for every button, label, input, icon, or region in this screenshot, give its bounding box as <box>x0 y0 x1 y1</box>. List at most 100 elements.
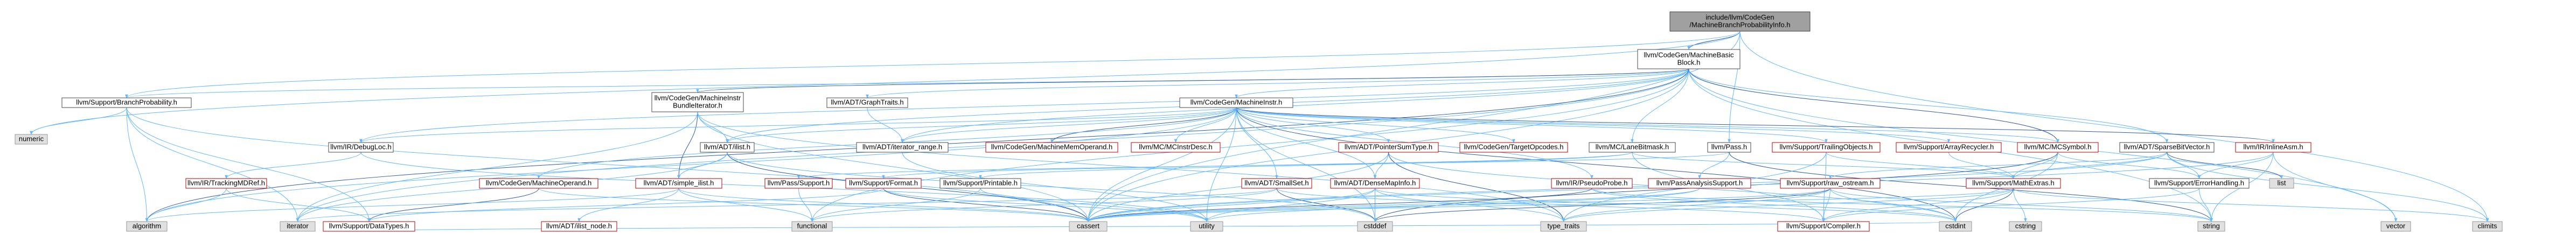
node-box <box>1780 178 1881 189</box>
node-label: llvm/Support/Printable.h <box>943 179 1018 187</box>
edge-format-to-cassert <box>883 188 1090 222</box>
edge-printable-to-utility <box>980 188 1208 222</box>
node-densemapinfo[interactable]: llvm/ADT/DenseMapInfo.h <box>1330 178 1420 189</box>
node-box <box>2269 178 2294 189</box>
edge-minstr-to-arrayrecycler <box>1236 107 1951 143</box>
node-pseudoprobe[interactable]: llvm/IR/PseudoProbe.h <box>1551 178 1633 189</box>
node-tgtopc[interactable]: llvm/CodeGen/TargetOpcodes.h <box>1459 142 1568 153</box>
node-label: vector <box>2386 222 2406 230</box>
edge-trackingmd-to-datatypes <box>226 188 371 222</box>
node-simpleilist[interactable]: llvm/ADT/simple_ilist.h <box>635 178 722 189</box>
node-ilist[interactable]: llvm/ADT/ilist.h <box>700 142 755 153</box>
edge-minstr-to-mmo <box>1050 107 1237 143</box>
node-trackingmd[interactable]: llvm/IR/TrackingMDRef.h <box>185 178 267 189</box>
edge-minstr-to-smallset <box>1236 107 1278 179</box>
node-mib[interactable]: llvm/CodeGen/MachineInstrBundleIterator.… <box>651 92 744 112</box>
node-bp[interactable]: llvm/Support/BranchProbability.h <box>61 97 192 108</box>
node-graphtraits[interactable]: llvm/ADT/GraphTraits.h <box>826 97 908 108</box>
node-label: llvm/IR/PseudoProbe.h <box>1556 179 1628 187</box>
edge-mbb-to-functional <box>810 68 1689 222</box>
edge-pseudoprobe-to-cassert <box>1087 188 1592 222</box>
edge-mop-to-cassert <box>538 188 1090 222</box>
node-box <box>1241 178 1312 189</box>
node-box <box>700 142 755 153</box>
node-ilistnode[interactable]: llvm/ADT/ilist_node.h <box>541 221 617 232</box>
node-format[interactable]: llvm/Support/Format.h <box>845 178 922 189</box>
node-label: iterator <box>287 222 309 230</box>
edge-mbb-to-debugloc <box>359 68 1689 143</box>
edge-pass-to-ppsupport <box>797 152 1730 179</box>
node-root[interactable]: include/llvm/CodeGen/MachineBranchProbab… <box>1669 11 1811 32</box>
node-label: cstring <box>2015 222 2036 230</box>
node-box <box>1707 142 1751 153</box>
node-label: llvm/Support/DataTypes.h <box>329 222 409 230</box>
edge-simpleilist-to-algorithm <box>145 188 679 222</box>
node-box <box>635 178 722 189</box>
edge-trailing-to-mathextras <box>1826 152 2015 179</box>
node-box <box>1637 49 1740 69</box>
edge-errorhandling-to-string <box>2199 188 2213 222</box>
node-arrayrecycler[interactable]: llvm/Support/ArrayRecycler.h <box>1896 142 2002 153</box>
edge-bp-to-algorithm <box>126 107 149 222</box>
edge-bp-to-iterator <box>126 107 300 222</box>
edge-minstr-to-trailing <box>1236 107 1828 143</box>
node-cstring: cstring <box>2009 221 2042 232</box>
node-mmo[interactable]: llvm/CodeGen/MachineMemOperand.h <box>985 142 1118 153</box>
edge-inlineasm-to-vector <box>2273 152 2398 222</box>
edge-pass-to-passanalysis <box>1698 152 1730 179</box>
node-label: cstdint <box>1945 222 1966 230</box>
edge-minstr-to-utility <box>1205 107 1237 222</box>
edge-mathextras-to-cstdint <box>1954 188 2014 222</box>
node-sparsebv[interactable]: llvm/ADT/SparseBitVector.h <box>2119 142 2215 153</box>
edge-pst-to-typetraits <box>1388 152 1565 222</box>
node-label: llvm/ADT/ilist_node.h <box>546 222 612 230</box>
node-pass[interactable]: llvm/Pass.h <box>1707 142 1751 153</box>
edge-minstr-to-inlineasm <box>1236 107 2275 143</box>
node-box <box>541 221 617 232</box>
node-label: llvm/Support/BranchProbability.h <box>76 98 177 106</box>
node-inlineasm[interactable]: llvm/IR/InlineAsm.h <box>2235 142 2312 153</box>
node-mcsymbol[interactable]: llvm/MC/MCSymbol.h <box>2017 142 2099 153</box>
node-mcinstrdesc[interactable]: llvm/MC/MCInstrDesc.h <box>1131 142 1221 153</box>
edge-arrayrecycler-to-mathextras <box>1948 152 2015 179</box>
node-compiler[interactable]: llvm/Support/Compiler.h <box>1777 221 1870 232</box>
edge-densemapinfo-to-cstdint <box>1375 188 1957 222</box>
node-passanalysis[interactable]: llvm/PassAnalysisSupport.h <box>1648 178 1751 189</box>
node-label: llvm/ADT/iterator_range.h <box>862 143 942 151</box>
node-label: llvm/ADT/SmallSet.h <box>1244 179 1308 187</box>
node-ppsupport[interactable]: llvm/Pass/Support.h <box>764 178 833 189</box>
node-numeric: numeric <box>15 134 48 145</box>
node-trailing[interactable]: llvm/Support/TrailingObjects.h <box>1772 142 1881 153</box>
edge-mbb-to-minstr <box>1235 68 1689 98</box>
node-list: list <box>2269 178 2294 189</box>
node-mathextras[interactable]: llvm/Support/MathExtras.h <box>1966 178 2061 189</box>
edge-mbb-to-mcsymbol <box>1688 68 2059 143</box>
node-pst[interactable]: llvm/ADT/PointerSumType.h <box>1338 142 1439 153</box>
edge-inlineasm-to-errorhandling <box>2197 152 2274 179</box>
edge-sparsebv-to-mathextras <box>2011 152 2167 179</box>
node-smallset[interactable]: llvm/ADT/SmallSet.h <box>1241 178 1312 189</box>
node-label: llvm/Support/raw_ostream.h <box>1787 179 1874 187</box>
node-rawostream[interactable]: llvm/Support/raw_ostream.h <box>1780 178 1881 189</box>
node-mop[interactable]: llvm/CodeGen/MachineOperand.h <box>479 178 598 189</box>
node-lanebitmask[interactable]: llvm/MC/LaneBitmask.h <box>1589 142 1676 153</box>
edge-mathextras-to-cstring <box>2013 188 2027 222</box>
edge-mathextras-to-compiler <box>1822 188 2014 222</box>
node-datatypes[interactable]: llvm/Support/DataTypes.h <box>323 221 415 232</box>
edge-sparsebv-to-climits <box>2167 152 2489 222</box>
edge-smallset-to-functional <box>810 188 1277 222</box>
node-label: llvm/PassAnalysisSupport.h <box>1656 179 1743 187</box>
node-label: cstddef <box>1364 222 1387 230</box>
node-printable[interactable]: llvm/Support/Printable.h <box>939 178 1021 189</box>
node-box <box>1669 11 1811 32</box>
edge-bp-to-numeric <box>30 107 127 135</box>
node-debugloc[interactable]: llvm/IR/DebugLoc.h <box>328 142 394 153</box>
node-errorhandling[interactable]: llvm/Support/ErrorHandling.h <box>2149 178 2250 189</box>
edge-mathextras-to-climits <box>2013 188 2489 222</box>
node-minstr[interactable]: llvm/CodeGen/MachineInstr.h <box>1179 97 1293 108</box>
node-box <box>1357 221 1393 232</box>
node-iterrange[interactable]: llvm/ADT/iterator_range.h <box>856 142 949 153</box>
edge-mop-to-datatypes <box>367 188 539 222</box>
node-box <box>126 221 168 232</box>
